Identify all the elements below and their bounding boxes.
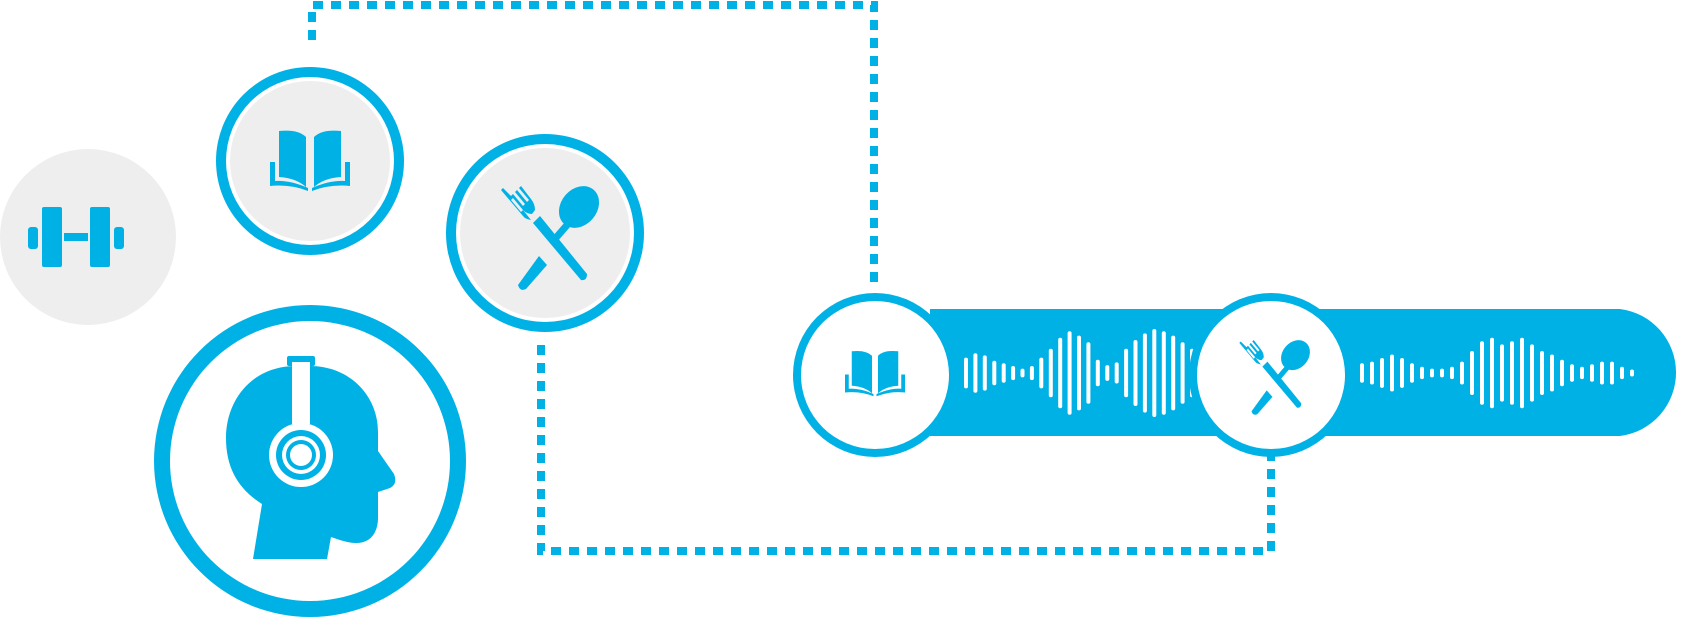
- waveform-bar: [1600, 361, 1604, 385]
- waveform-bar: [1470, 351, 1474, 395]
- waveform-bar: [1580, 366, 1584, 380]
- waveform-bar: [1630, 369, 1634, 377]
- waveform-bar: [1171, 335, 1176, 411]
- waveform-bar: [1161, 331, 1166, 415]
- waveform-bar: [1152, 329, 1157, 417]
- waveform-bar: [1480, 341, 1484, 405]
- reading-node: [216, 67, 404, 255]
- waveform-bar: [1510, 341, 1514, 405]
- waveform-bar: [1114, 362, 1119, 384]
- waveform-bar: [1029, 366, 1034, 381]
- waveform-bar: [1039, 357, 1044, 389]
- audio-strip: [793, 293, 1677, 457]
- waveform-bar: [1095, 359, 1100, 387]
- waveform-bar: [1058, 337, 1063, 409]
- waveform-bar: [1124, 348, 1129, 398]
- waveform-bar: [1133, 340, 1138, 406]
- head-with-headphones-icon: [226, 356, 396, 559]
- waveform-bar: [964, 357, 968, 389]
- waveform-bar: [1500, 344, 1504, 402]
- waveform-bar: [1450, 366, 1454, 380]
- waveform-bar: [1086, 342, 1091, 404]
- waveform-bar: [1020, 368, 1025, 378]
- waveform-bar: [1540, 351, 1544, 395]
- waveform-bar: [1430, 368, 1434, 378]
- strip-marker-fork-spoon: [1189, 293, 1353, 457]
- waveform-bar: [1390, 354, 1394, 392]
- waveform-bar: [1001, 363, 1006, 383]
- waveform-bar: [1077, 335, 1081, 411]
- waveform-bar: [1460, 361, 1464, 385]
- waveform-bar: [1400, 358, 1404, 388]
- fitness-node: [0, 149, 176, 325]
- waveform-bar: [1142, 333, 1147, 413]
- waveform-bar: [1011, 366, 1016, 381]
- listener-node: [154, 305, 466, 617]
- waveform-bar: [1590, 364, 1594, 382]
- dashed-connector-top: [308, 1, 878, 288]
- waveform-bar: [1620, 366, 1624, 380]
- dining-node: [446, 134, 644, 332]
- waveform-bar: [1440, 368, 1444, 378]
- waveform-bar: [1410, 363, 1414, 383]
- waveform-segment-2: [1360, 337, 1634, 409]
- waveform-bar: [1370, 361, 1374, 385]
- waveform-bar: [1048, 348, 1053, 398]
- waveform-bar: [1420, 366, 1424, 380]
- strip-marker-book: [793, 293, 957, 457]
- waveform-bar: [1180, 342, 1185, 404]
- waveform-bar: [1520, 337, 1524, 409]
- waveform-bar: [1067, 331, 1072, 415]
- waveform-bar: [1610, 361, 1614, 385]
- waveform-bar: [973, 353, 978, 393]
- waveform-bar: [1550, 354, 1554, 392]
- waveform-bar: [992, 360, 997, 386]
- waveform-bar: [1380, 358, 1384, 388]
- waveform-bar: [1360, 363, 1364, 383]
- waveform-bar: [982, 355, 987, 391]
- waveform-bar: [1490, 337, 1494, 409]
- waveform-bar: [1570, 364, 1574, 382]
- waveform-bar: [1105, 365, 1110, 381]
- waveform-bar: [1560, 359, 1564, 387]
- waveform-bar: [1530, 344, 1534, 402]
